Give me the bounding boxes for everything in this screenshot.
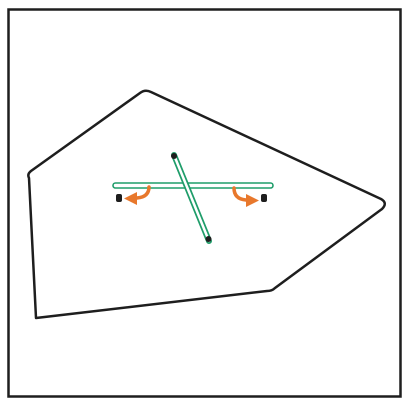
left-curved-arrow-icon <box>124 185 151 205</box>
horizontal-rod <box>112 182 274 189</box>
diagonal-rod-top-cap <box>171 153 177 159</box>
right-curved-arrow-icon <box>232 186 259 207</box>
picture-frame <box>7 8 402 398</box>
diagonal-rod <box>171 152 212 244</box>
diagonal-rod-bottom-cap <box>205 236 212 242</box>
right-peg <box>261 194 267 202</box>
left-peg <box>116 194 122 202</box>
irregular-polygon-outline <box>27 89 386 320</box>
